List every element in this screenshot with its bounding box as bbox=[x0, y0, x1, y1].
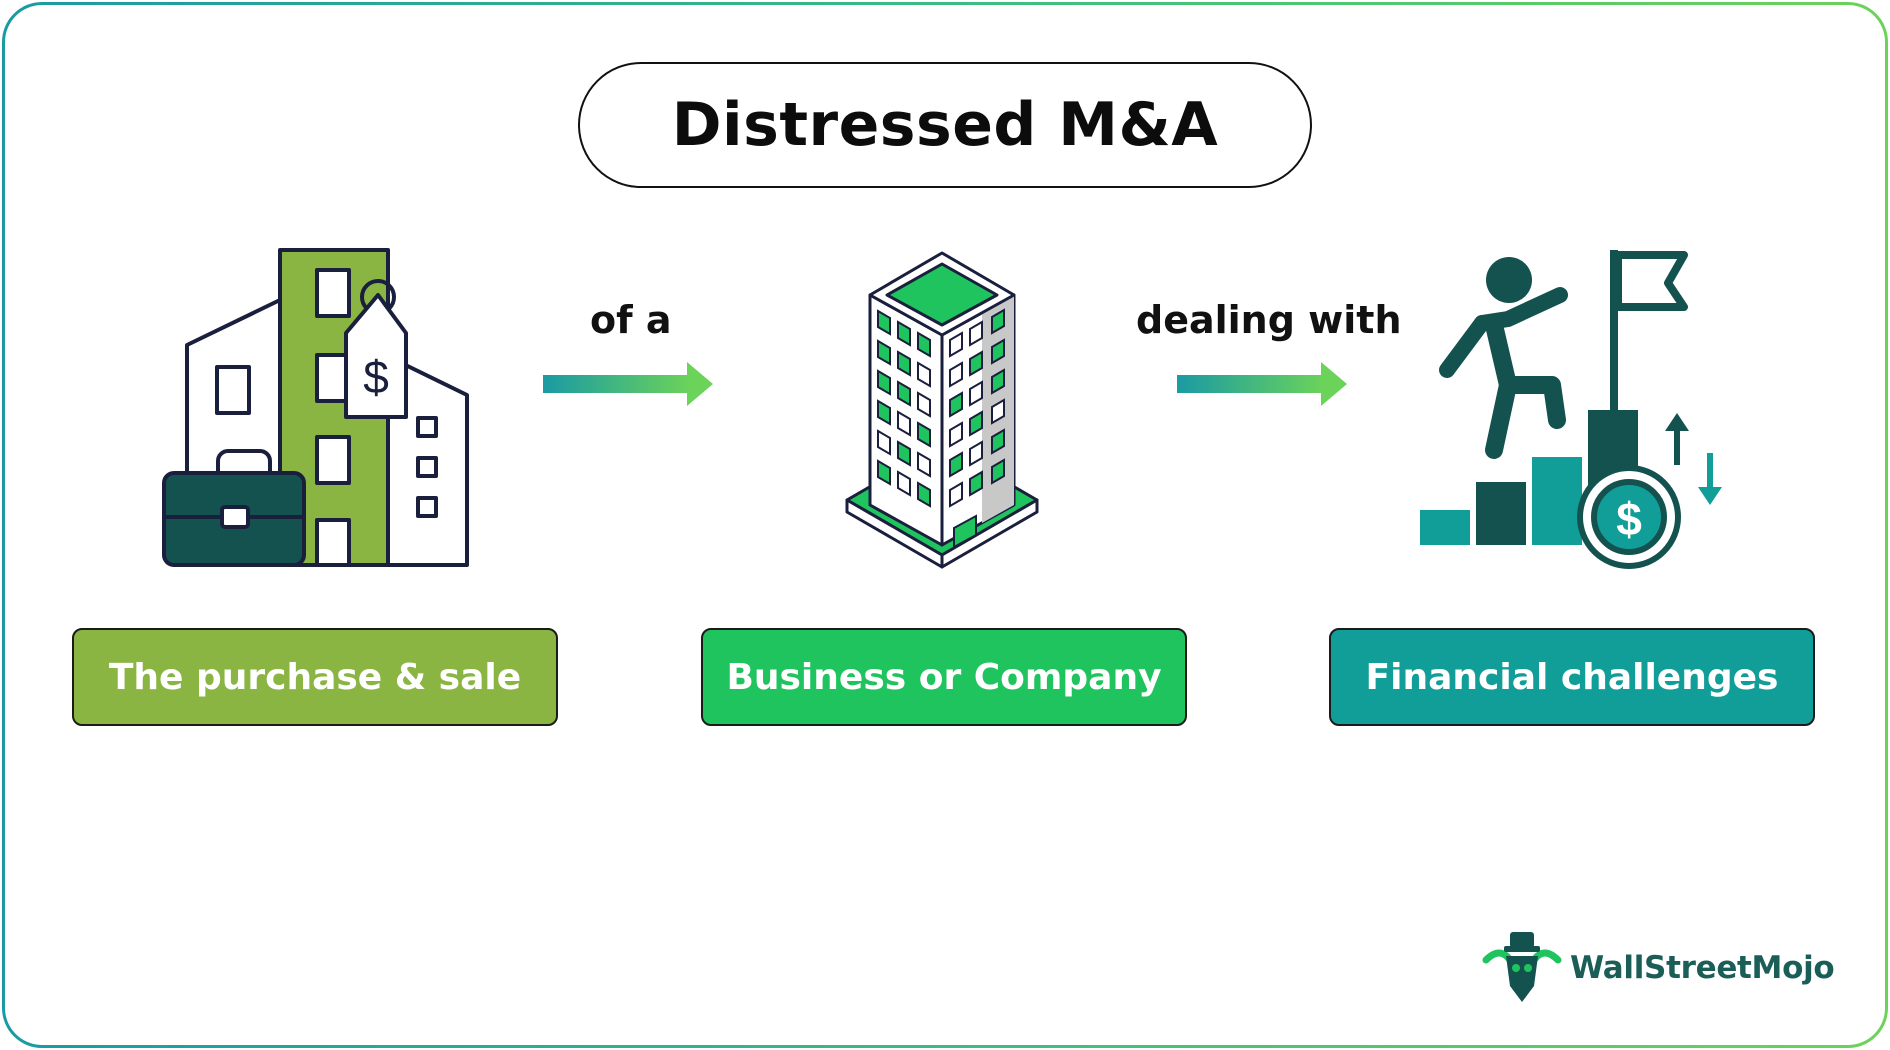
wallstreetmojo-bull-logo-icon bbox=[1482, 932, 1562, 1002]
brand-name: WallStreetMojo bbox=[1570, 950, 1835, 986]
climbing-person-finance-icon: $ bbox=[1420, 250, 1722, 569]
svg-text:$: $ bbox=[363, 351, 389, 403]
step-card-financial-challenges: Financial challenges bbox=[1329, 628, 1815, 726]
diagram-title: Distressed M&A bbox=[578, 62, 1312, 188]
connector-label-of-a: of a bbox=[590, 298, 672, 342]
svg-text:$: $ bbox=[1616, 493, 1642, 545]
step-card-purchase-sale: The purchase & sale bbox=[72, 628, 558, 726]
office-tower-icon bbox=[845, 251, 1039, 569]
arrow-right-icon bbox=[1177, 362, 1347, 406]
connector-label-dealing-with: dealing with bbox=[1136, 298, 1402, 342]
arrow-right-icon bbox=[543, 362, 713, 406]
brand-logo: WallStreetMojo bbox=[1480, 930, 1840, 1006]
step-card-business-company: Business or Company bbox=[701, 628, 1187, 726]
buildings-price-tag-briefcase-icon: $ bbox=[162, 248, 469, 567]
